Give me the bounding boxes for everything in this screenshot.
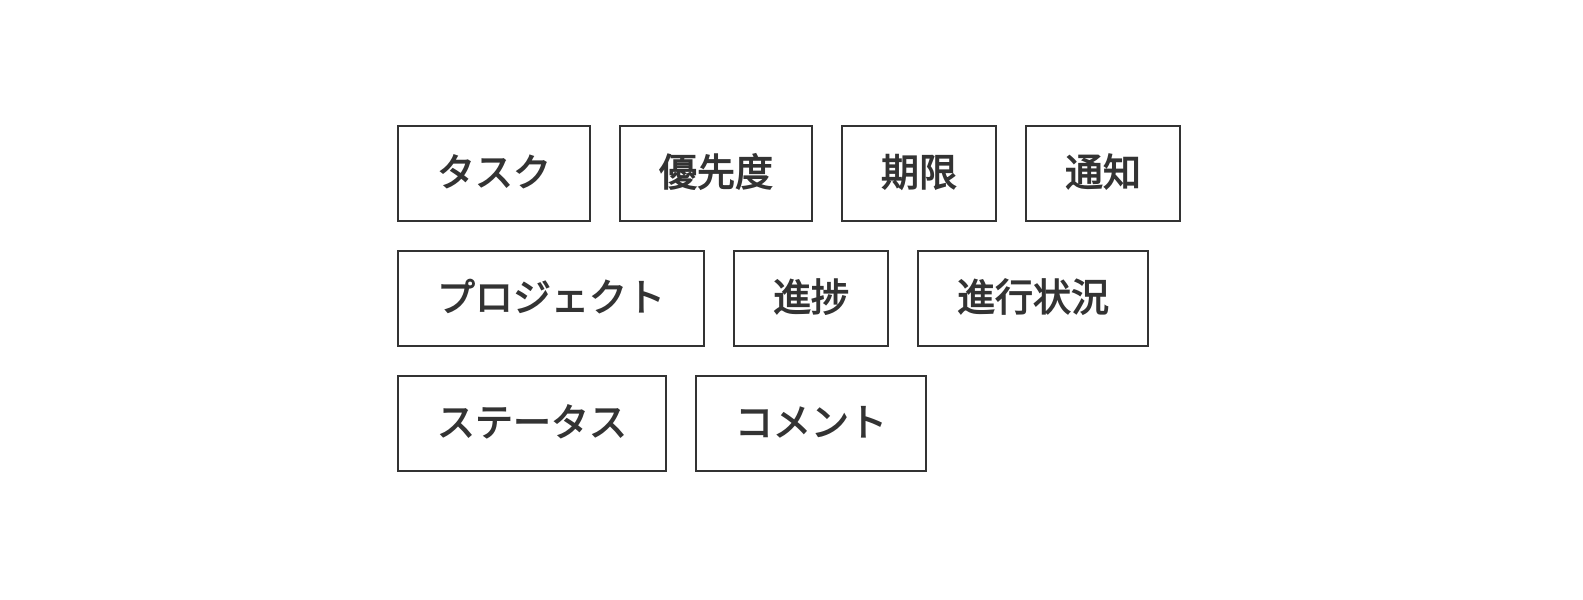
chip-progress-status-label: 進行状況 (957, 277, 1110, 320)
word-bank-row-2: プロジェクト 進捗 進行状況 (397, 250, 1181, 347)
chip-priority[interactable]: 優先度 (619, 125, 814, 222)
chip-task-label: タスク (437, 152, 552, 195)
chip-status[interactable]: ステータス (397, 375, 668, 472)
chip-deadline[interactable]: 期限 (841, 125, 998, 222)
chip-comment-label: コメント (735, 402, 888, 445)
chip-notification[interactable]: 通知 (1025, 125, 1182, 222)
word-bank: タスク 優先度 期限 通知 プロジェクト 進捗 進行状況 ステータス コメント (397, 125, 1182, 500)
chip-project-label: プロジェクト (437, 277, 666, 320)
chip-progress-status[interactable]: 進行状況 (917, 250, 1150, 347)
chip-progress[interactable]: 進捗 (733, 250, 890, 347)
chip-progress-label: 進捗 (773, 277, 850, 320)
chip-priority-label: 優先度 (659, 152, 774, 195)
word-bank-row-3: ステータス コメント (397, 375, 1181, 472)
chip-comment[interactable]: コメント (695, 375, 928, 472)
chip-deadline-label: 期限 (881, 152, 958, 195)
chip-status-label: ステータス (437, 402, 628, 445)
word-bank-row-1: タスク 優先度 期限 通知 (397, 125, 1182, 222)
chip-notification-label: 通知 (1065, 152, 1142, 195)
chip-project[interactable]: プロジェクト (397, 250, 706, 347)
chip-task[interactable]: タスク (397, 125, 592, 222)
